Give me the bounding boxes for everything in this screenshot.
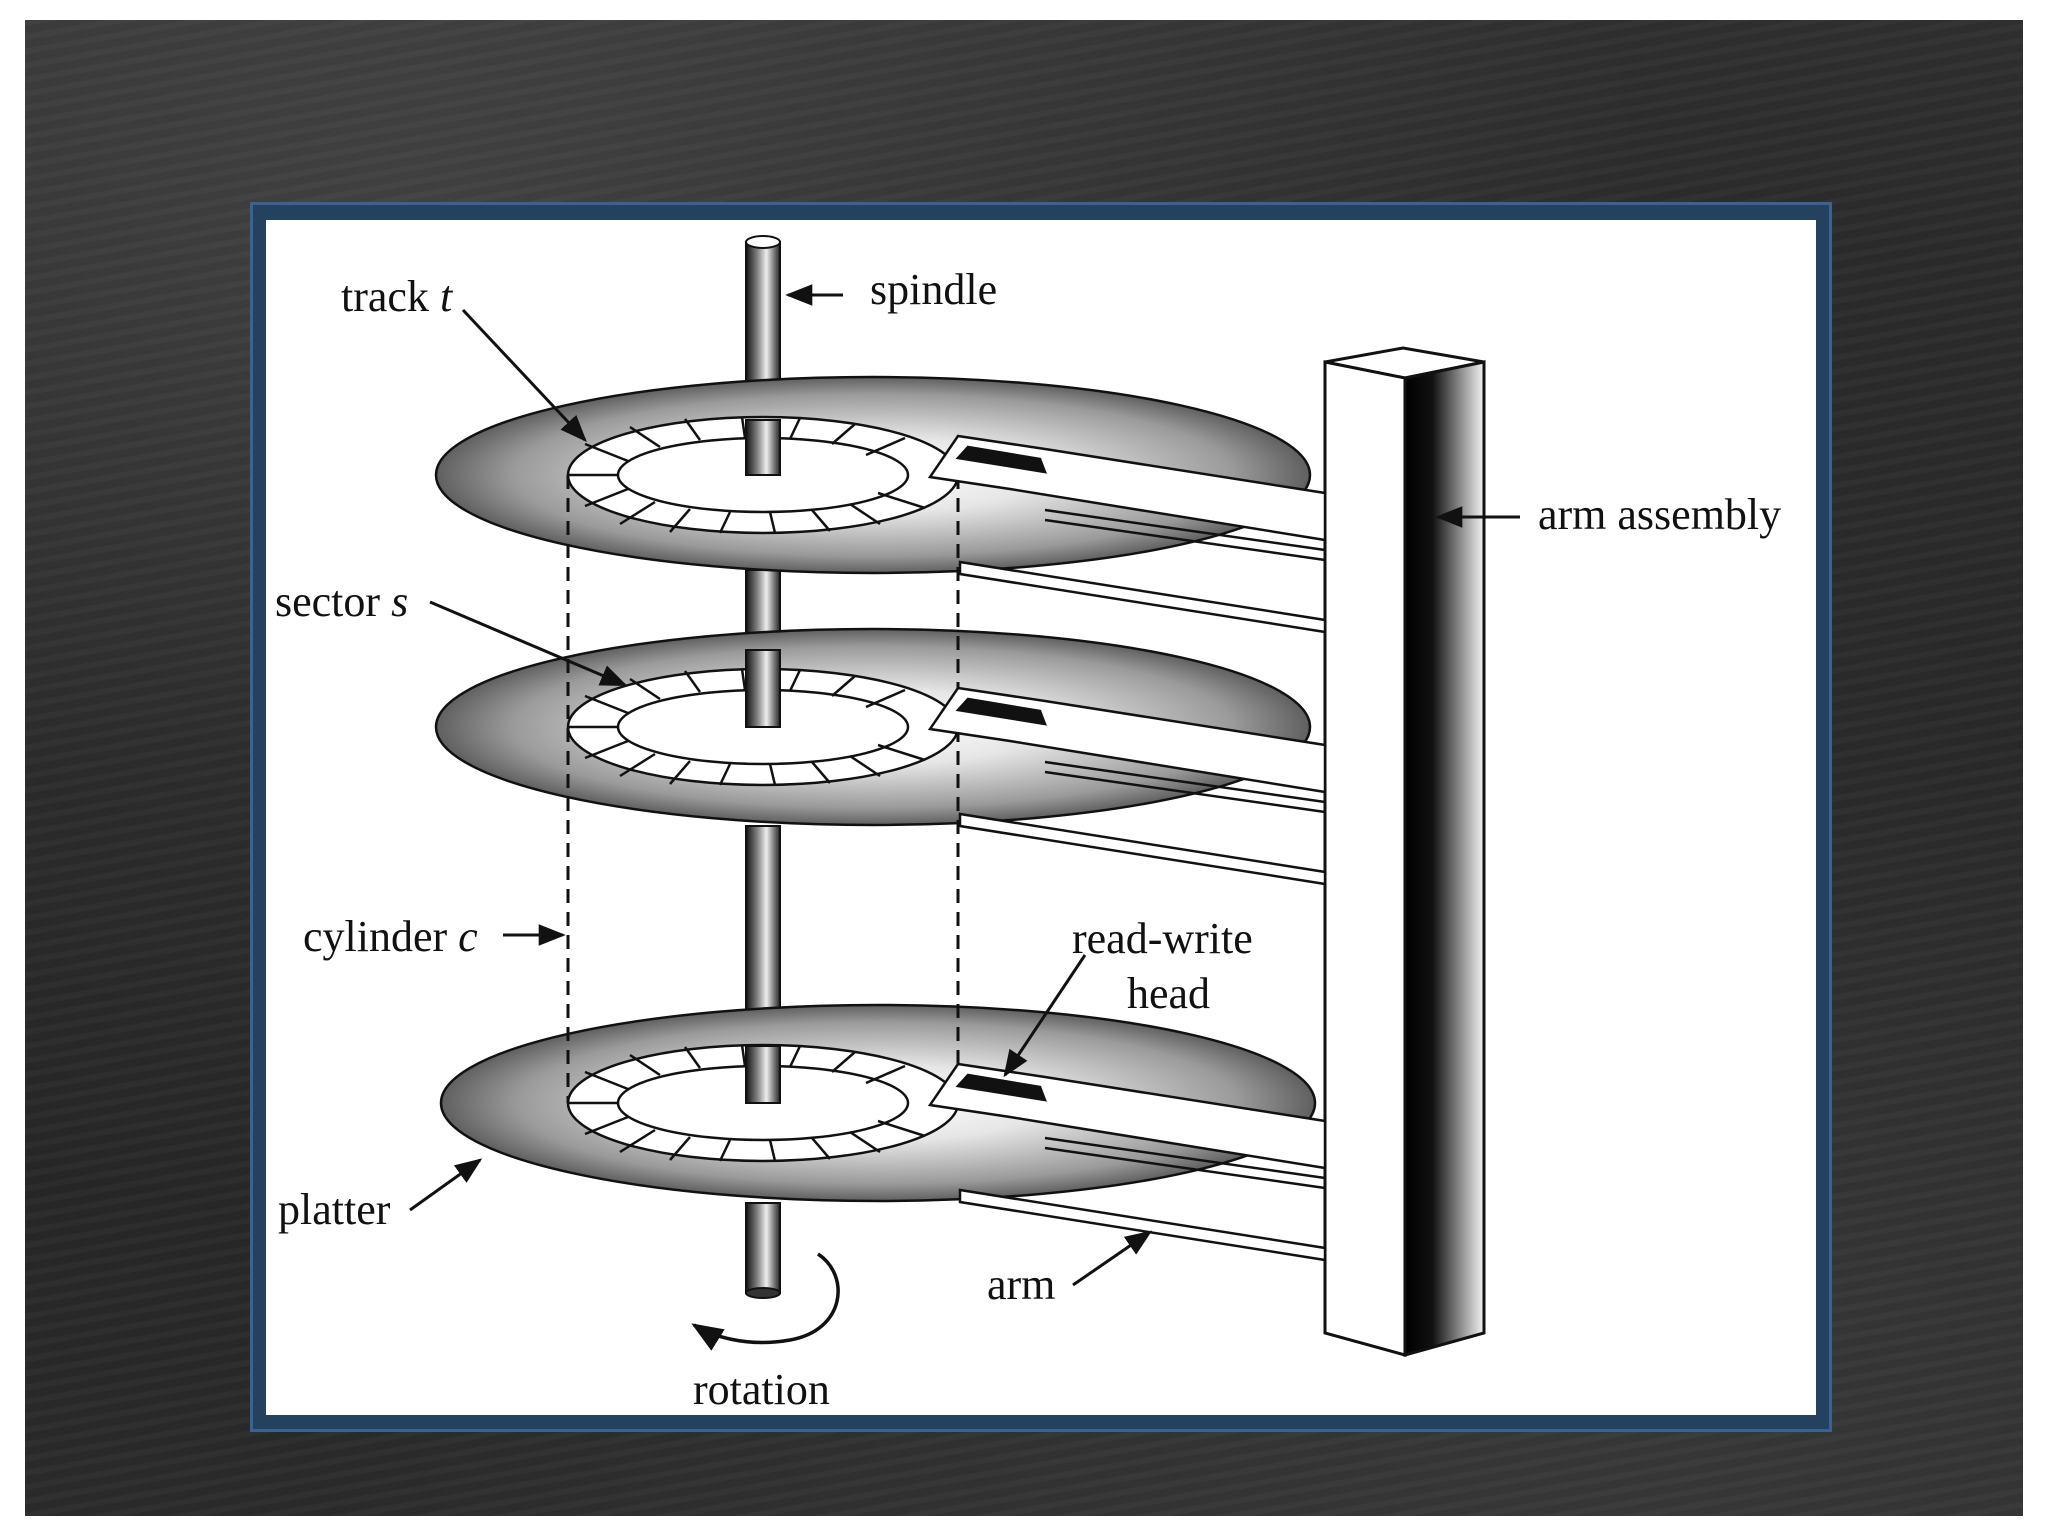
label-rotation: rotation [693,1365,830,1414]
platter-bottom [439,1003,1317,1203]
label-track-text: track [341,272,429,321]
label-platter: platter [278,1185,391,1234]
label-head: head [1127,969,1211,1018]
rotation-arrow [691,1252,840,1351]
label-arm: arm [987,1260,1056,1309]
label-cylinder-text: cylinder [303,912,448,961]
platter-top [434,375,1312,575]
label-arm-assembly: arm assembly [1538,490,1782,539]
cylinder-outline [566,475,960,1103]
label-spindle: spindle [870,265,998,314]
label-sector-var: s [391,577,409,626]
arm-assembly-pillar [1323,346,1486,1357]
label-sector-text: sector [275,577,381,626]
label-track: track t [341,275,452,319]
label-track-var: t [439,272,453,321]
label-cylinder: cylinder c [303,915,478,959]
leader-arrows [409,284,1520,1287]
arms [927,434,1327,1262]
label-read-write: read-write [1072,914,1253,963]
label-sector: sector s [275,580,408,624]
label-cylinder-var: c [458,912,478,961]
platter-middle [434,627,1312,827]
